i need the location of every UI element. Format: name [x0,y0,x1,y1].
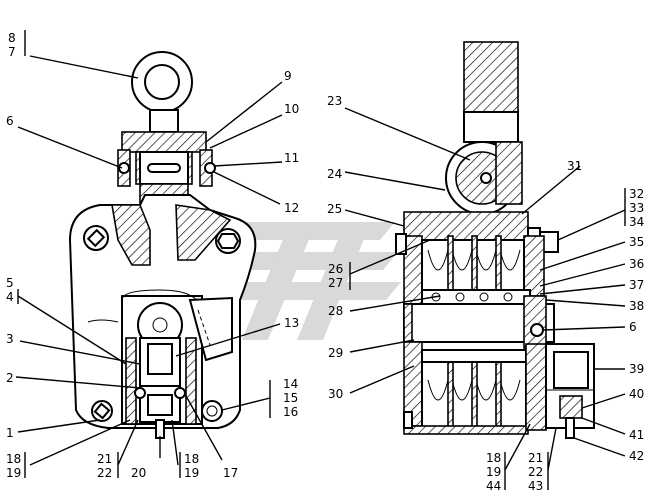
label-32: 32 [629,187,644,201]
label-2: 2 [6,371,14,385]
label-21-right: 21 [528,451,543,465]
label-28: 28 [328,304,343,318]
upper-frame [395,211,559,317]
label-23: 23 [327,94,342,108]
eye-bolt [131,51,193,133]
label-11: 11 [284,151,299,165]
label-40: 40 [629,387,644,401]
label-22-right: 22 [528,465,543,479]
label-24: 24 [327,167,342,181]
label-37: 37 [629,278,644,292]
label-27: 27 [328,276,343,290]
right-view [395,41,595,439]
lower-rollers [403,341,547,435]
label-16: 16 [283,405,298,419]
label-21-left: 21 [97,452,112,466]
left-view [68,51,257,439]
clevis-block [117,131,216,205]
label-10: 10 [284,102,299,116]
label-31: 31 [567,159,582,173]
label-18-left-a: 18 [6,452,21,466]
watermark-logo [210,222,401,340]
label-18-left-b: 18 [184,452,199,466]
label-3: 3 [6,332,14,346]
side-housing [545,343,595,439]
label-18-right: 18 [486,451,501,465]
label-19-left-b: 19 [184,466,199,480]
label-14: 14 [283,377,298,391]
label-22-left: 22 [97,466,112,480]
label-42: 42 [629,449,644,463]
label-26: 26 [328,262,343,276]
label-43: 43 [528,479,543,493]
label-33: 33 [629,201,644,215]
label-8: 8 [8,31,16,45]
main-body [68,194,257,439]
leader-lines [15,30,626,490]
label-44: 44 [486,479,501,493]
label-34: 34 [629,215,644,229]
center-gap [403,295,555,349]
label-29: 29 [328,346,343,360]
label-19-right: 19 [486,465,501,479]
label-15: 15 [283,391,298,405]
shank [445,41,523,215]
label-20: 20 [131,466,146,480]
upper-rollers [421,235,531,305]
label-5: 5 [6,276,14,290]
label-9: 9 [284,69,292,83]
label-13: 13 [284,316,299,330]
label-39: 39 [629,362,644,376]
label-12: 12 [284,201,299,215]
label-4: 4 [6,290,14,304]
label-41: 41 [629,428,644,442]
label-1: 1 [6,426,14,440]
label-19-left-a: 19 [6,466,21,480]
label-25: 25 [327,202,342,216]
label-38: 38 [629,299,644,313]
label-6-right: 6 [629,320,637,334]
callout-labels: 8 7 9 10 6 11 12 5 4 13 3 2 14 15 16 1 1… [6,31,644,493]
label-36: 36 [629,257,644,271]
label-35: 35 [629,235,644,249]
label-17: 17 [223,466,238,480]
label-7: 7 [8,45,16,59]
label-30: 30 [328,387,343,401]
label-6-left: 6 [6,114,14,128]
